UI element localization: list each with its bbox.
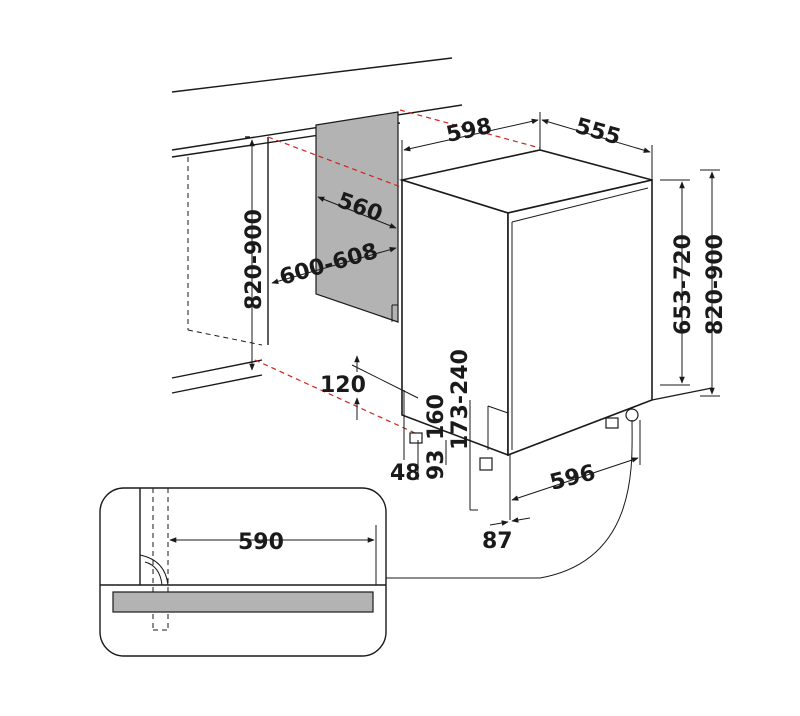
label-foot-height-max: 160 [424,394,449,440]
dishwasher-body [398,149,653,471]
label-appliance-width: 598 [444,114,494,148]
detail-inset [99,487,387,657]
label-foot-min: 93 [424,449,449,480]
label-base-depth: 596 [547,460,598,495]
niche-outline [171,136,269,394]
foot-rear-right [605,417,619,429]
label-foot-offset: 48 [390,461,421,486]
label-appliance-height-total: 820-900 [703,234,728,335]
label-appliance-depth: 555 [572,114,623,151]
label-niche-height: 820-900 [242,209,267,310]
label-appliance-height-range: 653-720 [671,234,696,335]
label-plinth-height: 120 [320,373,366,398]
label-foot-range: 173-240 [448,349,473,450]
dimension-lines [249,112,720,579]
adjustment-screw [625,408,639,422]
label-door-offset: 87 [482,529,513,554]
foot-front-left [409,432,423,444]
plinth-strip [112,591,374,613]
label-detail-width: 590 [238,530,284,555]
foot-front-right [479,457,493,471]
